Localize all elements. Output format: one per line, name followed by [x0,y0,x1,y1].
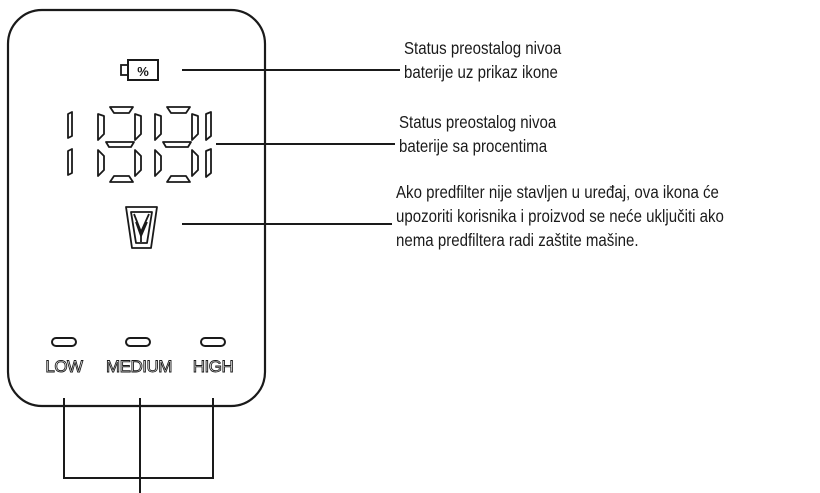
led-low [51,337,77,347]
device-panel [6,8,267,408]
prefilter-warning-icon [125,206,158,249]
annotation-battery-percent: Status preostalog nivoa baterije sa proc… [399,110,556,158]
battery-icon: % [120,59,159,81]
level-leader-lines [63,398,214,493]
callout-lines [182,69,400,225]
annotation-line: Status preostalog nivoa [404,38,562,58]
digit-3 [154,106,199,183]
annotation-line: baterije uz prikaz ikone [404,62,558,82]
annotation-battery-icon: Status preostalog nivoa baterije uz prik… [404,36,561,84]
level-label-medium: MEDIUM [106,357,172,376]
led-medium [125,337,151,347]
annotation-prefilter: Ako predfilter nije stavljen u uređaj, o… [396,180,724,252]
percent-display [67,106,212,183]
led-high [200,337,226,347]
annotation-line: nema predfiltera radi zaštite mašine. [396,230,639,250]
annotation-line: upozoriti korisnika i proizvod se neće u… [396,206,724,226]
battery-icon-percent: % [137,64,149,79]
digit-4 [205,111,212,178]
level-label-low: LOW [45,357,83,376]
digit-2 [97,106,142,183]
annotation-line: baterije sa procentima [399,136,548,156]
annotation-line: Status preostalog nivoa [399,112,557,132]
level-indicators [51,337,226,347]
level-label-high: HIGH [193,357,234,376]
digit-1 [67,111,73,176]
annotation-line: Ako predfilter nije stavljen u uređaj, o… [396,182,719,202]
